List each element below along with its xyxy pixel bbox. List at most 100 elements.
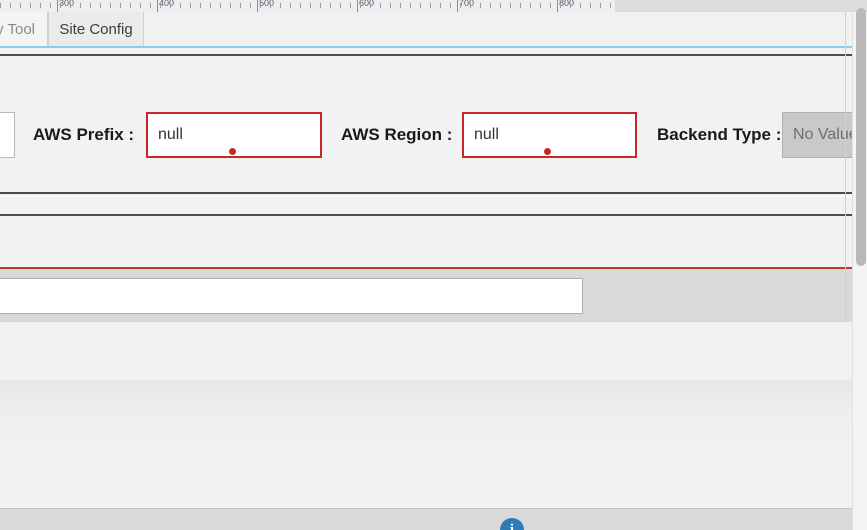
ruler-minor-tick bbox=[160, 3, 161, 8]
ruler-minor-tick bbox=[430, 3, 431, 8]
ruler-minor-tick bbox=[110, 3, 111, 8]
ruler-minor-tick bbox=[30, 3, 31, 8]
ruler-minor-tick bbox=[370, 3, 371, 8]
ruler-minor-tick bbox=[150, 3, 151, 8]
ruler-minor-tick bbox=[530, 3, 531, 8]
ruler-minor-tick bbox=[330, 3, 331, 8]
ruler-major-tick bbox=[357, 0, 358, 12]
ruler-minor-tick bbox=[120, 3, 121, 8]
vertical-scrollbar-track[interactable] bbox=[852, 8, 867, 530]
error-rule bbox=[0, 267, 867, 269]
ruler-minor-tick bbox=[550, 3, 551, 8]
vertical-scrollbar-thumb[interactable] bbox=[856, 8, 866, 266]
ruler-minor-tick bbox=[90, 3, 91, 8]
ruler-minor-tick bbox=[190, 3, 191, 8]
tab-bar: y Tool Site Config bbox=[0, 12, 867, 48]
ruler-tick-label: 500 bbox=[259, 0, 275, 8]
aws-prefix-required-marker bbox=[229, 148, 236, 155]
ruler-minor-tick bbox=[180, 3, 181, 8]
ruler-tick-label: 300 bbox=[59, 0, 75, 8]
ruler-minor-tick bbox=[450, 3, 451, 8]
ruler-minor-tick bbox=[470, 3, 471, 8]
ruler-minor-tick bbox=[230, 3, 231, 8]
tab-bar-filler bbox=[145, 12, 867, 46]
ruler-minor-tick bbox=[510, 3, 511, 8]
ruler-minor-tick bbox=[20, 3, 21, 8]
ruler-minor-tick bbox=[340, 3, 341, 8]
ruler-minor-tick bbox=[10, 3, 11, 8]
divider-middle-upper bbox=[0, 192, 867, 194]
ruler-major-tick bbox=[557, 0, 558, 12]
ruler-minor-tick bbox=[600, 3, 601, 8]
ruler-minor-tick bbox=[580, 3, 581, 8]
ruler-minor-tick bbox=[500, 3, 501, 8]
ruler-major-tick bbox=[157, 0, 158, 12]
ruler-minor-tick bbox=[100, 3, 101, 8]
ruler-minor-tick bbox=[250, 3, 251, 8]
divider-middle-lower bbox=[0, 214, 867, 216]
ruler-major-tick bbox=[457, 0, 458, 12]
ruler-minor-tick bbox=[610, 3, 611, 8]
ruler-minor-tick bbox=[280, 3, 281, 8]
ruler-major-tick bbox=[257, 0, 258, 12]
ruler-minor-tick bbox=[490, 3, 491, 8]
ruler-minor-tick bbox=[200, 3, 201, 8]
secondary-panel bbox=[0, 216, 867, 267]
ruler-minor-tick bbox=[80, 3, 81, 8]
ruler-active-region bbox=[0, 0, 615, 12]
info-icon[interactable]: i bbox=[500, 518, 524, 530]
ruler-minor-tick bbox=[440, 3, 441, 8]
ruler-minor-tick bbox=[300, 3, 301, 8]
ruler-minor-tick bbox=[570, 3, 571, 8]
tab-query-tool-label: y Tool bbox=[0, 20, 35, 38]
ruler-minor-tick bbox=[40, 3, 41, 8]
ruler-minor-tick bbox=[0, 3, 1, 8]
ruler-minor-tick bbox=[420, 3, 421, 8]
search-input[interactable] bbox=[0, 278, 583, 314]
content-fade-panel bbox=[0, 380, 867, 508]
ruler-minor-tick bbox=[220, 3, 221, 8]
divider-top bbox=[0, 54, 867, 56]
tab-site-config-label: Site Config bbox=[59, 20, 133, 38]
ruler-minor-tick bbox=[520, 3, 521, 8]
ruler-minor-tick bbox=[460, 3, 461, 8]
offscreen-input-field[interactable] bbox=[0, 112, 15, 158]
tab-site-config[interactable]: Site Config bbox=[48, 12, 144, 46]
ruler-minor-tick bbox=[320, 3, 321, 8]
ruler-tick-label: 800 bbox=[559, 0, 575, 8]
aws-prefix-input[interactable]: null bbox=[146, 112, 322, 158]
aws-prefix-label: AWS Prefix : bbox=[33, 125, 135, 144]
divider-middle-highlight bbox=[0, 196, 867, 197]
ruler-minor-tick bbox=[390, 3, 391, 8]
ruler-minor-tick bbox=[590, 3, 591, 8]
spacer-panel bbox=[0, 198, 867, 214]
ruler-minor-tick bbox=[170, 3, 171, 8]
content-panel bbox=[0, 322, 867, 381]
ruler-minor-tick bbox=[380, 3, 381, 8]
ruler-minor-tick bbox=[290, 3, 291, 8]
ruler-minor-tick bbox=[70, 3, 71, 8]
ruler-tick-label: 600 bbox=[359, 0, 375, 8]
ruler-minor-tick bbox=[50, 3, 51, 8]
ruler-minor-tick bbox=[410, 3, 411, 8]
ruler-minor-tick bbox=[270, 3, 271, 8]
ruler-minor-tick bbox=[210, 3, 211, 8]
ruler-major-tick bbox=[57, 0, 58, 12]
ruler-tick-label: 400 bbox=[159, 0, 175, 8]
ruler-minor-tick bbox=[360, 3, 361, 8]
toolbar-panel bbox=[0, 269, 867, 323]
ruler-minor-tick bbox=[60, 3, 61, 8]
aws-region-required-marker bbox=[544, 148, 551, 155]
panel-right-edge bbox=[845, 12, 846, 322]
ruler-minor-tick bbox=[560, 3, 561, 8]
ruler-minor-tick bbox=[400, 3, 401, 8]
tab-query-tool[interactable]: y Tool bbox=[0, 12, 48, 46]
ruler-minor-tick bbox=[260, 3, 261, 8]
ruler-minor-tick bbox=[130, 3, 131, 8]
ruler-minor-tick bbox=[240, 3, 241, 8]
aws-region-label: AWS Region : bbox=[341, 125, 453, 144]
ruler-minor-tick bbox=[310, 3, 311, 8]
ruler-minor-tick bbox=[540, 3, 541, 8]
